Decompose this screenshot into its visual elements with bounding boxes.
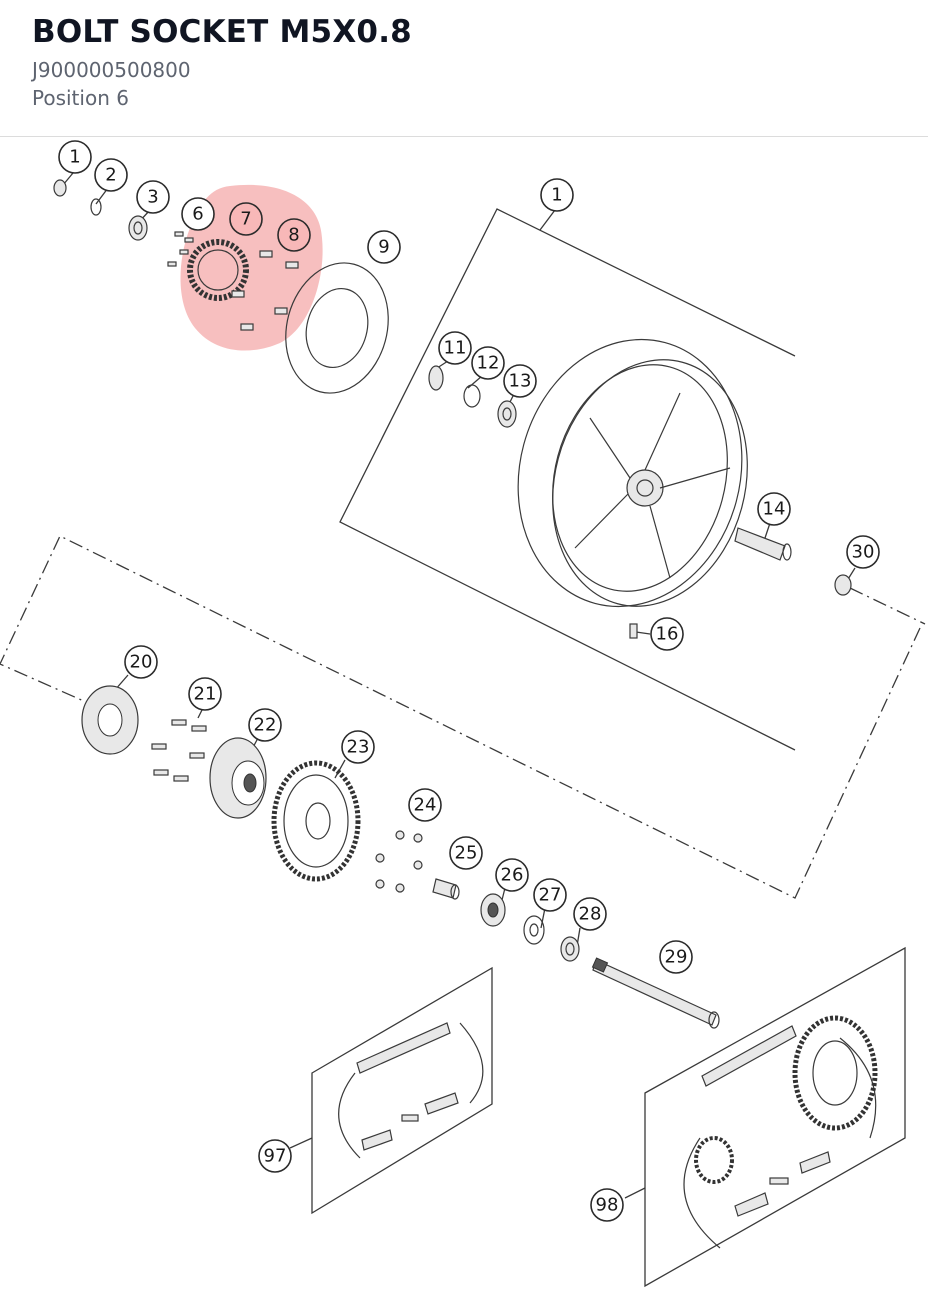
frame-wheel xyxy=(339,208,796,751)
brake-disc-9 xyxy=(285,262,389,394)
callout-24[interactable]: 24 xyxy=(408,788,442,822)
wheel-rim-1 xyxy=(517,338,748,608)
washer-3 xyxy=(90,198,102,216)
svg-text:13: 13 xyxy=(509,371,532,392)
callout-8[interactable]: 8 xyxy=(277,218,311,252)
svg-text:20: 20 xyxy=(130,652,153,673)
part-number: J900000500800 xyxy=(32,58,191,82)
sprocket-hub-22 xyxy=(209,737,267,819)
rear-sprocket-23 xyxy=(271,760,361,882)
callout-11[interactable]: 11 xyxy=(438,331,472,365)
svg-text:29: 29 xyxy=(665,947,688,968)
valve-16 xyxy=(629,623,638,639)
sprocket-carrier-7 xyxy=(187,239,249,301)
frame-chain-98 xyxy=(644,946,906,1288)
svg-text:97: 97 xyxy=(264,1146,287,1167)
bearing-26 xyxy=(480,893,506,927)
callout-22[interactable]: 22 xyxy=(248,708,282,742)
svg-text:23: 23 xyxy=(347,737,370,758)
svg-text:11: 11 xyxy=(444,338,467,359)
svg-text:1: 1 xyxy=(551,185,562,206)
svg-text:30: 30 xyxy=(852,542,875,563)
exploded-parts-diagram[interactable]: 1 2 3 6 7 8 1 9 11 12 13 14 30 16 20 21 … xyxy=(0,138,928,1290)
svg-text:8: 8 xyxy=(288,225,299,246)
callout-20[interactable]: 20 xyxy=(124,645,158,679)
bolts-6 xyxy=(167,231,194,267)
part-position: Position 6 xyxy=(32,86,129,110)
callout-2[interactable]: 1 xyxy=(58,140,92,174)
svg-text:7: 7 xyxy=(240,209,251,230)
svg-text:6: 6 xyxy=(192,204,203,225)
callout-16[interactable]: 16 xyxy=(650,617,684,651)
callout-28[interactable]: 28 xyxy=(573,897,607,931)
svg-text:26: 26 xyxy=(501,865,524,886)
callout-7[interactable]: 7 xyxy=(229,202,263,236)
spacer-28 xyxy=(560,936,580,962)
svg-text:21: 21 xyxy=(194,684,217,705)
svg-text:28: 28 xyxy=(579,904,602,925)
callout-4[interactable]: 3 xyxy=(136,180,170,214)
svg-text:14: 14 xyxy=(763,499,786,520)
svg-text:22: 22 xyxy=(254,715,277,736)
bearing-4 xyxy=(128,215,148,241)
callout-21[interactable]: 21 xyxy=(188,677,222,711)
bearing-11 xyxy=(428,365,444,391)
part-title: BOLT SOCKET M5X0.8 xyxy=(32,14,412,50)
callout-26[interactable]: 26 xyxy=(495,858,529,892)
svg-text:3: 3 xyxy=(147,187,158,208)
callout-23[interactable]: 23 xyxy=(341,730,375,764)
callout-6[interactable]: 6 xyxy=(181,197,215,231)
callout-1[interactable]: 1 xyxy=(540,178,574,212)
callout-25[interactable]: 25 xyxy=(449,836,483,870)
svg-text:1: 1 xyxy=(69,147,80,168)
circlip-12 xyxy=(463,384,481,408)
frame-chain-97 xyxy=(311,966,493,1215)
svg-text:27: 27 xyxy=(539,885,562,906)
axle-29 xyxy=(591,957,720,1029)
spacer-25 xyxy=(432,878,460,900)
callout-27[interactable]: 27 xyxy=(533,878,567,912)
cush-drive-20 xyxy=(81,685,139,755)
callout-97[interactable]: 97 xyxy=(258,1139,292,1173)
part-header: BOLT SOCKET M5X0.8 J900000500800 Positio… xyxy=(0,0,928,137)
spacer-30 xyxy=(834,574,852,596)
chain-kit-97 xyxy=(338,1022,484,1159)
svg-text:98: 98 xyxy=(596,1195,619,1216)
bearing-13 xyxy=(497,400,517,428)
washer-2 xyxy=(53,179,67,197)
callout-14[interactable]: 14 xyxy=(757,492,791,526)
callout-29[interactable]: 29 xyxy=(659,940,693,974)
bolts-21 xyxy=(151,719,207,782)
svg-text:24: 24 xyxy=(414,795,437,816)
nuts-24 xyxy=(375,830,423,893)
callout-13[interactable]: 13 xyxy=(503,364,537,398)
svg-text:9: 9 xyxy=(378,237,389,258)
spacer-14 xyxy=(734,527,792,561)
bolts-8 xyxy=(231,250,299,331)
callout-3[interactable]: 2 xyxy=(94,158,128,192)
callout-12[interactable]: 12 xyxy=(471,346,505,380)
chain-kit-98 xyxy=(683,1015,878,1249)
callout-98[interactable]: 98 xyxy=(590,1188,624,1222)
callout-9[interactable]: 9 xyxy=(367,230,401,264)
svg-text:16: 16 xyxy=(656,624,679,645)
svg-text:25: 25 xyxy=(455,843,478,864)
callout-30[interactable]: 30 xyxy=(846,535,880,569)
svg-text:2: 2 xyxy=(105,165,116,186)
svg-text:12: 12 xyxy=(477,353,500,374)
washer-27 xyxy=(523,915,545,945)
